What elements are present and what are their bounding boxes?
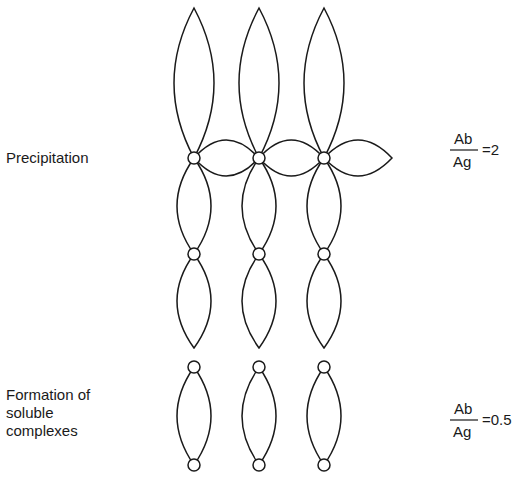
- antibody-arm: [239, 8, 279, 158]
- fraction-bar: [450, 149, 478, 150]
- fraction-numerator: Ab: [454, 130, 472, 148]
- antibody-arm: [177, 158, 211, 254]
- antibody-arm: [259, 140, 324, 176]
- antigen-dot: [253, 152, 265, 164]
- antigen-dot: [188, 248, 200, 260]
- antigen-dot: [318, 459, 330, 471]
- antigen-dot: [253, 459, 265, 471]
- fraction-bar: [450, 419, 478, 420]
- antibody-arm: [307, 254, 341, 348]
- antibody-arm: [324, 140, 392, 176]
- antigen-dot: [253, 248, 265, 260]
- fraction-denominator: Ag: [453, 423, 471, 441]
- antigen-dot: [318, 248, 330, 260]
- antibody-arm: [242, 367, 276, 465]
- antigen-dot: [318, 152, 330, 164]
- row-label: Precipitation: [6, 149, 89, 167]
- antigen-dot: [318, 361, 330, 373]
- ratio-value: =2: [482, 141, 499, 159]
- row-label: Formation of soluble complexes: [6, 386, 102, 440]
- ratio-value: =0.5: [482, 411, 512, 429]
- fraction-numerator: Ab: [454, 400, 472, 418]
- antigen-dot: [188, 152, 200, 164]
- fraction-denominator: Ag: [453, 153, 471, 171]
- antibody-arm: [174, 8, 214, 158]
- antibody-arm: [242, 254, 276, 348]
- antibody-arm: [304, 8, 344, 158]
- antigen-dot: [253, 361, 265, 373]
- antigen-dot: [188, 459, 200, 471]
- antibody-arm: [307, 158, 341, 254]
- antibody-arm: [242, 158, 276, 254]
- antibody-arm: [177, 254, 211, 348]
- antigen-dot: [188, 361, 200, 373]
- antibody-arm: [194, 140, 259, 176]
- antibody-arm: [177, 367, 211, 465]
- antibody-arm: [307, 367, 341, 465]
